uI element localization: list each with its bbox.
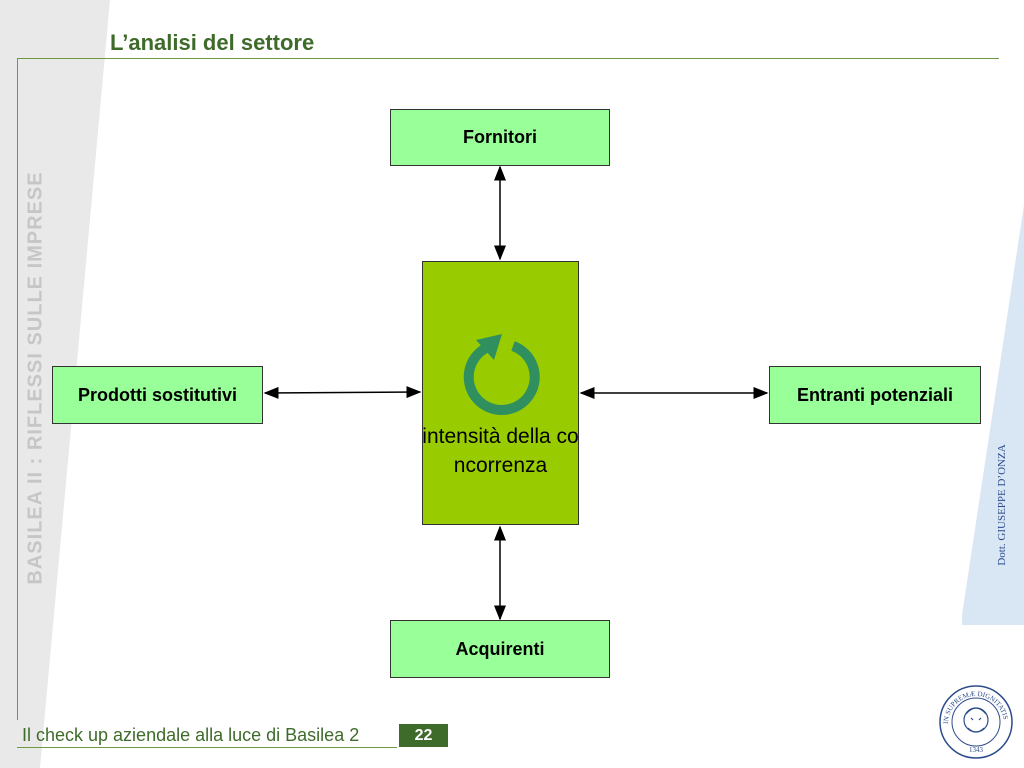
box-entranti-potenziali: Entranti potenziali: [769, 366, 981, 424]
box-acquirenti: Acquirenti: [390, 620, 610, 678]
box-center: [422, 261, 579, 525]
footer-text: Il check up aziendale alla luce di Basil…: [22, 725, 360, 745]
center-label: intensità della concorrenza: [422, 425, 579, 477]
seal-year: 1343: [969, 746, 984, 754]
frame-bottom-line: [17, 747, 397, 748]
arrow-left: [263, 386, 422, 399]
box-prodotti-sostitutivi: Prodotti sostitutivi: [52, 366, 263, 424]
cycle-arrow-icon: [463, 334, 540, 415]
box-fornitori: Fornitori: [390, 109, 610, 166]
university-seal-icon: IN SUPREMÆ DIGNITATIS 1343: [939, 685, 1013, 759]
frame-top-line: [17, 58, 999, 59]
slide-title: L’analisi del settore: [110, 30, 315, 55]
frame-left-line: [17, 58, 18, 720]
page-number: 22: [399, 724, 448, 747]
